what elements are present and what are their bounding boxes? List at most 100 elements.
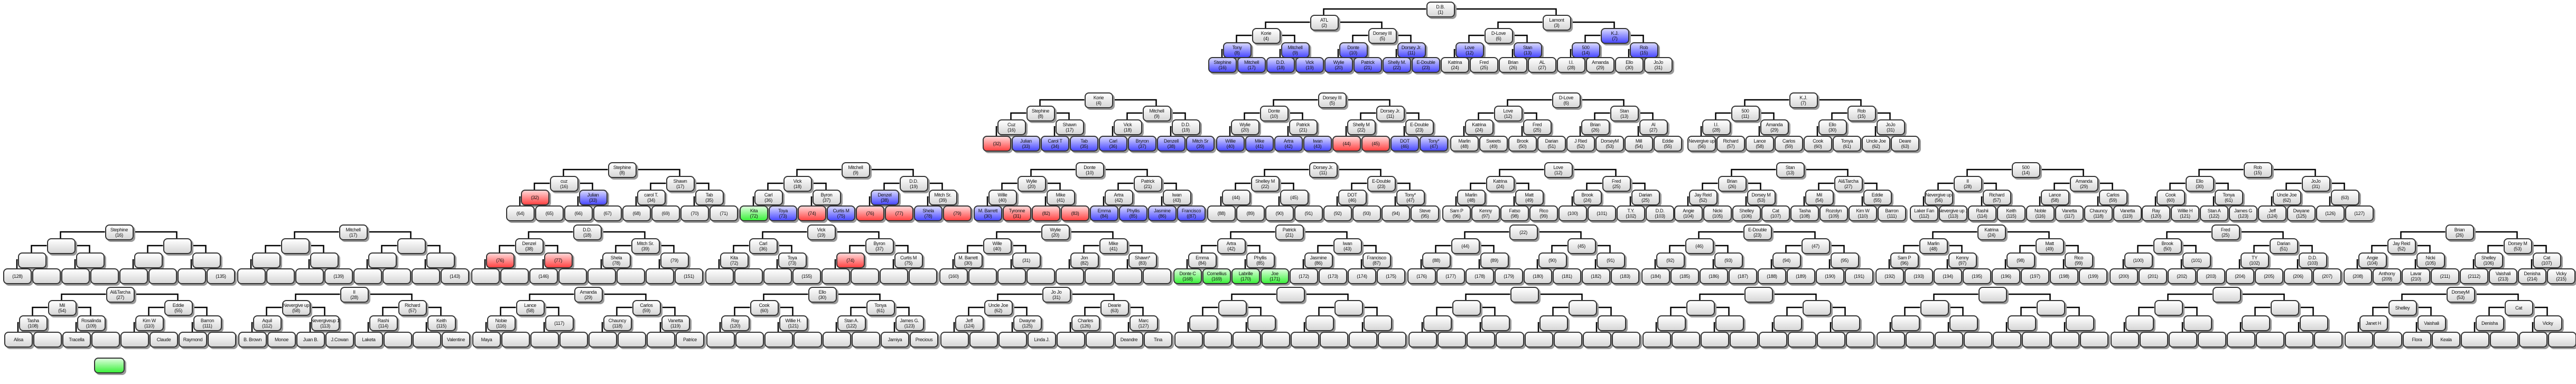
tree-node[interactable]: Tasha(108) xyxy=(18,315,48,331)
tree-node[interactable]: Jamiya xyxy=(881,332,909,348)
tree-node[interactable] xyxy=(412,268,440,284)
tree-node[interactable]: Jay Reid(52) xyxy=(2387,238,2416,254)
standalone-green-node[interactable] xyxy=(94,358,125,373)
tree-node[interactable]: Amanda(29) xyxy=(1760,119,1789,135)
tree-node[interactable] xyxy=(32,268,61,284)
tree-node[interactable]: Maya xyxy=(472,332,501,348)
tree-node[interactable]: Rob(15) xyxy=(1629,42,1658,58)
tree-node[interactable]: Kita(72) xyxy=(740,205,768,221)
tree-node[interactable] xyxy=(1993,332,2021,348)
tree-node[interactable]: D-Love(6) xyxy=(1484,28,1513,44)
tree-node[interactable]: Rashii(114) xyxy=(1968,205,1996,221)
tree-node[interactable] xyxy=(1686,300,1715,316)
tree-node[interactable] xyxy=(61,268,90,284)
tree-node[interactable]: Rico(99) xyxy=(2064,252,2093,268)
tree-node[interactable]: Iwan(43) xyxy=(1162,190,1191,205)
tree-node[interactable] xyxy=(120,332,149,348)
tree-node[interactable]: Wylie(20) xyxy=(1017,176,1046,192)
tree-node[interactable]: Phyllis(85) xyxy=(1119,205,1147,221)
tree-node[interactable] xyxy=(134,252,163,268)
tree-node[interactable]: Marlin(48) xyxy=(1919,238,1948,254)
tree-node[interactable]: Patrick(21) xyxy=(1289,119,1318,135)
tree-node[interactable]: Brook(50) xyxy=(1508,136,1537,152)
tree-node[interactable]: Willie H(121) xyxy=(2171,205,2199,221)
tree-node[interactable]: Willie H.(121) xyxy=(779,315,808,331)
tree-node[interactable] xyxy=(382,268,411,284)
tree-node[interactable]: Stephine(8) xyxy=(608,162,637,178)
tree-node[interactable] xyxy=(1831,315,1860,331)
tree-node[interactable] xyxy=(2227,332,2255,348)
tree-node[interactable] xyxy=(1906,332,1934,348)
tree-node[interactable]: Joe(171) xyxy=(1261,268,1289,284)
tree-node[interactable] xyxy=(1597,315,1626,331)
tree-node[interactable] xyxy=(763,268,792,284)
tree-node[interactable]: II(28) xyxy=(1953,176,1982,192)
tree-node[interactable]: (206) xyxy=(2284,268,2312,284)
tree-node[interactable] xyxy=(1378,332,1406,348)
tree-node[interactable]: Jasmine(86) xyxy=(1304,252,1333,268)
tree-node[interactable]: Nicki(105) xyxy=(1703,205,1732,221)
tree-node[interactable]: (184) xyxy=(1641,268,1670,284)
tree-node[interactable]: (44) xyxy=(1221,190,1250,205)
tree-node[interactable] xyxy=(76,252,105,268)
tree-node[interactable] xyxy=(589,332,617,348)
tree-node[interactable]: (178) xyxy=(1466,268,1494,284)
tree-node[interactable] xyxy=(397,238,426,254)
tree-node[interactable]: Laketa xyxy=(354,332,383,348)
tree-node[interactable]: D.D.(19) xyxy=(899,176,928,192)
tree-node[interactable]: Shelley xyxy=(2388,300,2417,316)
tree-node[interactable]: (63) xyxy=(2330,190,2359,205)
tree-node[interactable]: (82) xyxy=(1032,205,1060,221)
tree-node[interactable]: Ello(30) xyxy=(808,287,837,303)
tree-node[interactable]: Cook(60) xyxy=(1804,136,1832,152)
tree-node[interactable]: Rico(99) xyxy=(1529,205,1558,221)
tree-node[interactable]: (89) xyxy=(1236,205,1265,221)
tree-node[interactable]: Eddie(55) xyxy=(1863,190,1892,205)
tree-node[interactable]: (195) xyxy=(1963,268,1991,284)
tree-node[interactable]: Barron(111) xyxy=(1878,205,1906,221)
tree-node[interactable]: Tony*(47) xyxy=(1420,136,1448,152)
tree-node[interactable]: Matt(49) xyxy=(1515,190,1544,205)
tree-node[interactable]: Mil(54) xyxy=(48,300,77,316)
tree-node[interactable]: Vicky xyxy=(2533,315,2562,331)
tree-node[interactable]: Julian(33) xyxy=(1012,136,1040,152)
tree-node[interactable]: Jasmine(86) xyxy=(1148,205,1177,221)
tree-node[interactable]: (207) xyxy=(2313,268,2341,284)
tree-node[interactable]: T.Y.(102) xyxy=(1617,205,1645,221)
tree-node[interactable] xyxy=(208,332,236,348)
tree-node[interactable] xyxy=(735,332,764,348)
tree-node[interactable] xyxy=(1612,332,1640,348)
tree-node[interactable] xyxy=(148,268,177,284)
tree-node[interactable]: Ray(120) xyxy=(2142,205,2170,221)
tree-node[interactable]: (173) xyxy=(1319,268,1347,284)
tree-node[interactable]: Love(12) xyxy=(1494,106,1523,121)
tree-node[interactable]: Mil(54) xyxy=(1805,190,1834,205)
tree-node[interactable]: Bryron(37) xyxy=(1128,136,1156,152)
tree-node[interactable]: Emma(84) xyxy=(1188,252,1217,268)
tree-node[interactable]: (177) xyxy=(1436,268,1465,284)
tree-node[interactable]: DOT(46) xyxy=(1390,136,1419,152)
tree-node[interactable]: (146) xyxy=(529,268,558,284)
tree-node[interactable]: Dorsey Jr.(11) xyxy=(1309,162,1338,178)
tree-node[interactable]: (83) xyxy=(1061,205,1089,221)
tree-node[interactable]: Tonya(61) xyxy=(2214,190,2243,205)
tree-node[interactable] xyxy=(2051,332,2079,348)
tree-node[interactable]: Al&Tarcha(27) xyxy=(106,287,135,303)
tree-node[interactable] xyxy=(33,332,62,348)
tree-node[interactable]: Sam P(96) xyxy=(1442,205,1471,221)
tree-node[interactable]: (44) xyxy=(1332,136,1361,152)
tree-node[interactable]: Nevergive up(58) xyxy=(282,300,311,316)
tree-node[interactable] xyxy=(1802,300,1831,316)
tree-node[interactable] xyxy=(2461,332,2489,348)
tree-node[interactable]: (204) xyxy=(2226,268,2254,284)
tree-node[interactable] xyxy=(2111,332,2139,348)
tree-node[interactable]: Cat(107) xyxy=(2532,252,2561,268)
tree-node[interactable]: B. Brown xyxy=(238,332,267,348)
tree-node[interactable]: Laker Fan(112) xyxy=(1910,205,1938,221)
tree-node[interactable]: (203) xyxy=(2197,268,2225,284)
tree-node[interactable]: Jo Jo(31) xyxy=(1042,287,1071,303)
tree-node[interactable]: (143) xyxy=(441,268,469,284)
tree-node[interactable] xyxy=(1026,268,1055,284)
tree-node[interactable]: Dorsey Jr.(11) xyxy=(1397,42,1426,58)
tree-node[interactable]: Artra(42) xyxy=(1104,190,1133,205)
